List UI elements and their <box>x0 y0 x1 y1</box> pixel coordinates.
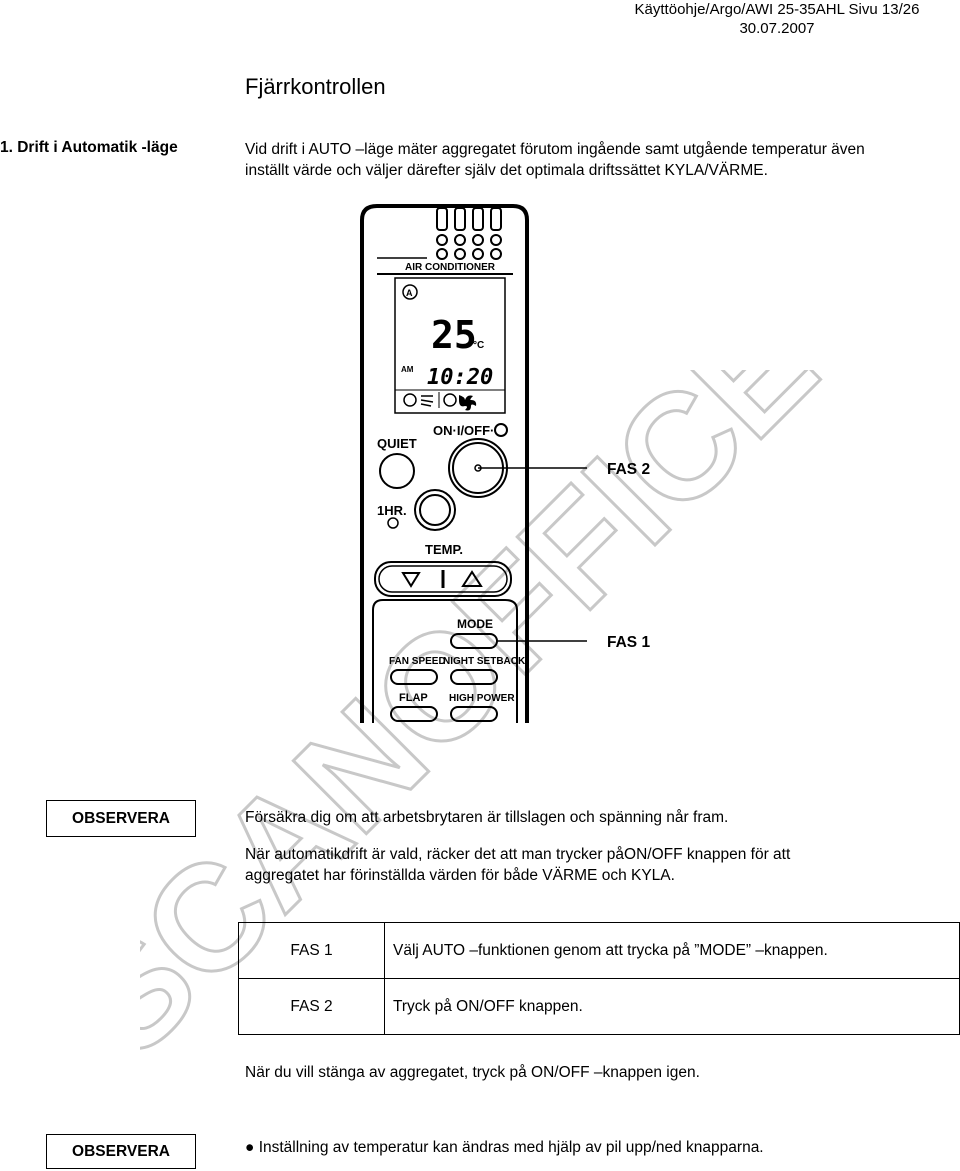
turn-off-text: När du vill stänga av aggregatet, tryck … <box>245 1064 700 1081</box>
callout-fas1: FAS 1 <box>607 634 650 651</box>
observera-box-1: OBSERVERA <box>46 800 196 837</box>
svg-text:A: A <box>406 288 413 298</box>
fan-speed-button <box>390 669 438 685</box>
clock-icon <box>387 517 399 529</box>
flap-button <box>390 706 438 722</box>
table-row: FAS 2 Tryck på ON/OFF knappen. <box>238 978 960 1035</box>
auto-mode-icon <box>402 284 418 300</box>
temp-down-icon <box>401 572 421 588</box>
note-paragraph: Försäkra dig om att arbetsbrytaren är ti… <box>245 807 945 886</box>
auto-flap-icon <box>403 393 417 407</box>
note-line-3: aggregatet har förinställda värden för b… <box>245 867 675 884</box>
mode-label: MODE <box>457 617 493 631</box>
bullet-icon: ● <box>245 1139 255 1156</box>
brand-label: AIR CONDITIONER <box>405 262 496 273</box>
temp-rocker <box>374 561 512 597</box>
step-key: FAS 2 <box>238 978 385 1035</box>
intro-line-1: Vid drift i AUTO –läge mäter aggregatet … <box>245 141 865 158</box>
header-date: 30.07.2007 <box>739 20 815 37</box>
temp-label: TEMP. <box>425 542 463 557</box>
remote-body <box>360 204 529 723</box>
one-hr-label: 1HR. <box>377 503 407 518</box>
timer-button <box>419 494 451 526</box>
table-row: FAS 1 Välj AUTO –funktionen genom att tr… <box>238 922 960 979</box>
high-power-button <box>450 706 498 722</box>
fan-speed-label: FAN SPEED <box>389 656 446 667</box>
observera-box-2: OBSERVERA <box>46 1134 196 1169</box>
mode-button <box>450 633 498 649</box>
fan-icon <box>459 395 477 411</box>
quiet-label: QUIET <box>377 436 417 451</box>
intro-line-2: inställt värde och väljer därefter själv… <box>245 162 768 179</box>
bullet-item: ● Inställning av temperatur kan ändras m… <box>245 1139 764 1157</box>
ir-emitters <box>436 207 502 260</box>
lcd-unit: °C <box>473 340 484 351</box>
note-line-1: Försäkra dig om att arbetsbrytaren är ti… <box>245 809 729 826</box>
steps-table: FAS 1 Välj AUTO –funktionen genom att tr… <box>238 922 960 1035</box>
flap-icon <box>420 395 434 407</box>
note-line-2: När automatikdrift är vald, räcker det a… <box>245 846 791 863</box>
page-title: Fjärrkontrollen <box>245 74 386 99</box>
onoff-label: ON·I/OFF· <box>433 423 494 438</box>
callout-fas2: FAS 2 <box>607 461 650 478</box>
remote-control-illustration: AIR CONDITIONER A 25 °C AM 10:20 ON·I/OF… <box>360 204 650 723</box>
temp-up-icon <box>461 570 483 587</box>
timer-button-outer <box>414 489 456 531</box>
bullet-text: Inställning av temperatur kan ändras med… <box>258 1139 764 1156</box>
high-power-label: HIGH POWER <box>449 693 515 704</box>
intro-paragraph: Vid drift i AUTO –läge mäter aggregatet … <box>245 139 945 181</box>
page-header: Käyttöohje/Argo/AWI 25-35AHL Sivu 13/26 … <box>602 0 952 38</box>
flap-label: FLAP <box>399 692 428 704</box>
quiet-button <box>379 453 415 489</box>
section-label: 1. Drift i Automatik -läge <box>0 139 178 156</box>
lcd-am: AM <box>401 365 414 374</box>
header-doc-info: Käyttöohje/Argo/AWI 25-35AHL Sivu 13/26 <box>634 1 920 18</box>
step-text: Välj AUTO –funktionen genom att trycka p… <box>384 922 960 979</box>
lower-panel <box>372 599 518 723</box>
step-text: Tryck på ON/OFF knappen. <box>384 978 960 1035</box>
lcd-time: 10:20 <box>427 365 493 390</box>
auto-fan-icon <box>443 393 457 407</box>
lcd-display <box>394 277 506 414</box>
night-setback-label: NIGHT SETBACK <box>443 656 526 667</box>
lcd-temperature: 25 <box>431 313 477 357</box>
step-key: FAS 1 <box>238 922 385 979</box>
night-setback-button <box>450 669 498 685</box>
